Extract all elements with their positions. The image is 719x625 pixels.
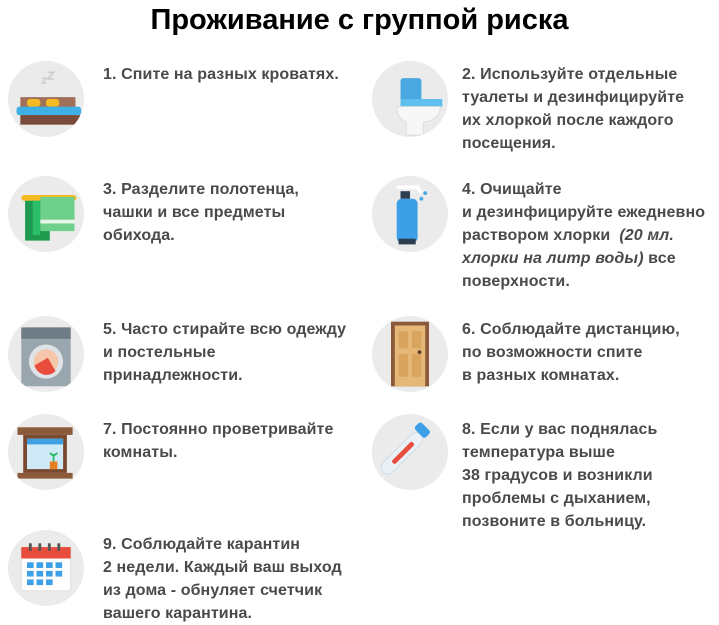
tip-line: и дезинфицируйте ежедневно xyxy=(462,201,705,224)
tip-segment: 2 недели. Каждый ваш выход xyxy=(103,559,342,576)
tip-segment: чашки и все предметы xyxy=(103,204,286,221)
tip-segment: туалеты и дезинфицируйте xyxy=(462,89,685,106)
tip-segment: комнаты. xyxy=(103,444,178,461)
tip-note: (20 мл. xyxy=(619,227,674,244)
tip-line: вашего карантина. xyxy=(103,602,342,625)
toilet-icon xyxy=(372,61,448,137)
tip-line: 7. Постоянно проветривайте xyxy=(103,418,333,441)
tip-text: 7. Постоянно проветривайте комнаты. xyxy=(103,418,333,464)
page-title: Проживание с группой риска xyxy=(150,4,569,36)
washing-machine-icon xyxy=(8,316,84,392)
tip-line: и постельные xyxy=(103,341,346,364)
tip-segment: проблемы с дыханием, xyxy=(462,490,651,507)
tip-segment: в разных комнатах. xyxy=(462,367,620,384)
thermometer-icon xyxy=(372,414,448,490)
tip-segment: позвоните в больницу. xyxy=(462,513,647,530)
door-icon xyxy=(372,316,448,392)
tip-segment: все xyxy=(643,250,676,267)
tip-line: температура выше xyxy=(462,441,658,464)
tip-line: хлорки на литр воды) все xyxy=(462,247,705,270)
tip-segment: 2. Используйте отдельные xyxy=(462,66,678,83)
tip-line: посещения. xyxy=(462,132,684,155)
towel-icon xyxy=(8,176,84,252)
tip-line: 2 недели. Каждый ваш выход xyxy=(103,556,342,579)
tip-segment: 6. Соблюдайте дистанцию, xyxy=(462,321,680,338)
tip-line: 5. Часто стирайте всю одежду xyxy=(103,318,346,341)
calendar-icon xyxy=(8,530,84,606)
tip-text: 9. Соблюдайте карантин 2 недели. Каждый в… xyxy=(103,533,342,625)
tip-segment: их хлоркой после каждого xyxy=(462,112,674,129)
tip-text: 2. Используйте отдельные туалеты и дезинф… xyxy=(462,63,684,155)
tip-segment: 7. Постоянно проветривайте xyxy=(103,421,334,438)
tip-segment: и постельные xyxy=(103,344,216,361)
tip-line: обихода. xyxy=(103,224,299,247)
tip-segment: 38 градусов и возникли xyxy=(462,467,653,484)
tip-line: 8. Если у вас поднялась xyxy=(462,418,658,441)
tip-text: 5. Часто стирайте всю одежду и постельные… xyxy=(103,318,346,387)
tip-text: 8. Если у вас поднялась температура выше 3… xyxy=(462,418,658,533)
tip-line: их хлоркой после каждого xyxy=(462,109,684,132)
tip-line: 38 градусов и возникли xyxy=(462,464,658,487)
tip-segment: из дома - обнуляет счетчик xyxy=(103,582,323,599)
tip-segment: 8. Если у вас поднялась xyxy=(462,421,658,438)
bed-icon xyxy=(8,61,84,137)
tip-segment: температура выше xyxy=(462,444,615,461)
tip-segment: по возможности спите xyxy=(462,344,643,361)
tip-line: в разных комнатах. xyxy=(462,364,680,387)
tip-line: проблемы с дыханием, xyxy=(462,487,658,510)
tip-line: 4. Очищайте xyxy=(462,178,705,201)
tip-segment: 5. Часто стирайте всю одежду xyxy=(103,321,347,338)
tip-text: 4. Очищайте и дезинфицируйте ежедневно рас… xyxy=(462,178,705,293)
tip-segment: обихода. xyxy=(103,227,175,244)
tip-segment: поверхности. xyxy=(462,273,570,290)
tip-segment: 3. Разделите полотенца, xyxy=(103,181,299,198)
tip-segment: принадлежности. xyxy=(103,367,243,384)
tip-line: из дома - обнуляет счетчик xyxy=(103,579,342,602)
tip-line: 9. Соблюдайте карантин xyxy=(103,533,342,556)
tip-line: по возможности спите xyxy=(462,341,680,364)
tip-note: хлорки на литр воды) xyxy=(462,250,644,267)
tip-line: 6. Соблюдайте дистанцию, xyxy=(462,318,680,341)
tip-line: 3. Разделите полотенца, xyxy=(103,178,299,201)
tip-line: комнаты. xyxy=(103,441,333,464)
tip-line: чашки и все предметы xyxy=(103,201,299,224)
tip-segment: посещения. xyxy=(462,135,556,152)
tip-line: поверхности. xyxy=(462,270,705,293)
spray-bottle-icon xyxy=(372,176,448,252)
tip-segment: 1. Спите на разных кроватях. xyxy=(103,66,339,83)
tip-line: принадлежности. xyxy=(103,364,346,387)
tip-segment: 4. Очищайте xyxy=(462,181,562,198)
tip-line: туалеты и дезинфицируйте xyxy=(462,86,684,109)
tip-text: 1. Спите на разных кроватях. xyxy=(103,63,339,86)
tip-text: 6. Соблюдайте дистанцию, по возможности с… xyxy=(462,318,680,387)
tip-segment: и дезинфицируйте ежедневно xyxy=(462,204,706,221)
tip-line: позвоните в больницу. xyxy=(462,510,658,533)
tip-segment: раствором хлорки xyxy=(462,227,620,244)
tip-line: 2. Используйте отдельные xyxy=(462,63,684,86)
tip-line: 1. Спите на разных кроватях. xyxy=(103,63,339,86)
window-icon xyxy=(8,414,84,490)
tip-segment: 9. Соблюдайте карантин xyxy=(103,536,301,553)
tip-text: 3. Разделите полотенца, чашки и все предм… xyxy=(103,178,299,247)
tip-line: раствором хлорки (20 мл. xyxy=(462,224,705,247)
tip-segment: вашего карантина. xyxy=(103,605,253,622)
